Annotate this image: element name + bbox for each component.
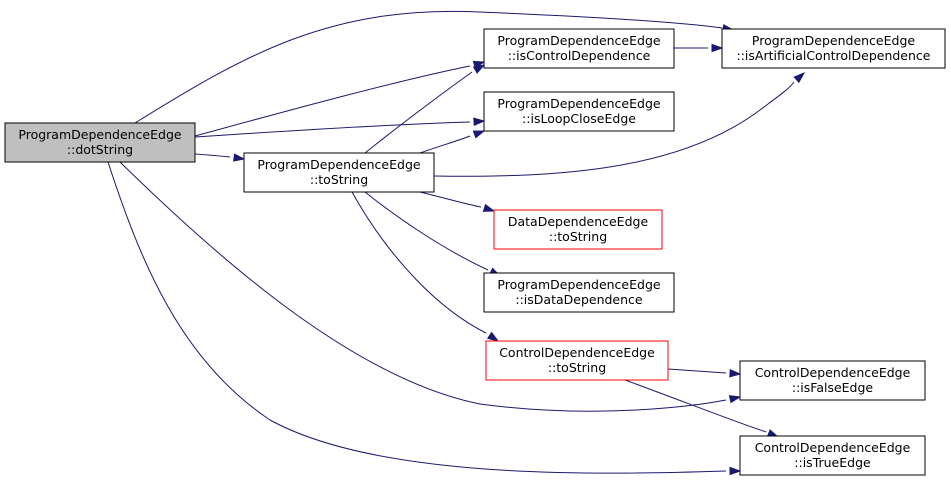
nodes-layer: ProgramDependenceEdge::dotStringProgramD… [4,28,946,476]
edge-arrowhead [482,203,496,212]
node-class-label: ControlDependenceEdge [755,365,911,380]
edge-line [107,161,727,474]
edge-arrowhead [711,43,724,53]
node-dataToString[interactable]: DataDependenceEdge::toString [493,209,663,250]
node-method-label: ::isLoopCloseEdge [522,111,636,126]
node-class-label: ControlDependenceEdge [755,440,911,455]
edge-dotString-to-isFalseEdge [119,161,742,412]
edge-arrowhead [472,64,486,74]
edge-line [624,379,767,433]
edge-arrowhead [728,395,742,404]
node-method-label: ::toString [549,229,607,244]
node-method-label: ::isControlDependence [508,48,651,63]
edge-line [667,368,727,374]
edge-line [119,161,727,412]
node-box[interactable] [739,435,926,476]
edge-toString-to-isLoopCloseEdge [419,130,486,154]
edges-layer [107,10,806,476]
node-controlToString[interactable]: ControlDependenceEdge::toString [485,340,669,381]
edge-toString-to-isControlDependence [364,64,486,154]
edge-line [433,81,795,177]
node-class-label: ProgramDependenceEdge [497,96,660,111]
node-method-label: ::dotString [67,142,133,157]
edge-toString-to-isDataDependence [364,191,502,277]
edge-arrowhead [729,369,742,378]
node-box[interactable] [485,340,669,381]
edge-line [194,65,471,137]
node-method-label: ::isArtificialControlDependence [737,48,931,63]
node-box[interactable] [493,209,663,250]
edge-line [419,191,482,208]
node-method-label: ::isFalseEdge [792,380,874,395]
node-class-label: ProgramDependenceEdge [497,277,660,292]
edge-line [364,191,489,271]
edge-line [194,153,231,158]
node-class-label: ProgramDependenceEdge [257,157,420,172]
edge-arrowhead [729,466,742,476]
node-box[interactable] [483,272,675,313]
edge-toString-to-isArtificialControlDependence [433,71,806,177]
node-method-label: ::toString [310,172,368,187]
node-box[interactable] [739,360,926,401]
node-method-label: ::isTrueEdge [794,455,871,470]
node-isLoopCloseEdge[interactable]: ProgramDependenceEdge::isLoopCloseEdge [483,91,675,132]
edge-dotString-to-isTrueEdge [107,161,742,476]
node-class-label: ControlDependenceEdge [499,345,655,360]
node-class-label: ProgramDependenceEdge [497,33,660,48]
node-class-label: DataDependenceEdge [508,214,649,229]
node-box[interactable] [243,152,435,193]
node-class-label: ProgramDependenceEdge [18,127,181,142]
edge-dotString-to-isControlDependence [194,60,486,137]
edge-arrowhead [233,153,246,162]
edge-line [351,191,487,334]
node-method-label: ::toString [548,360,606,375]
edge-arrowhead [472,130,486,139]
edge-controlToString-to-isFalseEdge [667,368,742,378]
node-dotString[interactable]: ProgramDependenceEdge::dotString [4,122,196,163]
node-box[interactable] [721,28,946,69]
edge-toString-to-dataToString [419,191,496,212]
node-isTrueEdge[interactable]: ControlDependenceEdge::isTrueEdge [739,435,926,476]
edge-arrowhead [793,71,806,84]
node-box[interactable] [4,122,196,163]
edge-toString-to-controlToString [351,191,500,342]
edge-arrowhead [486,331,500,342]
node-isDataDependence[interactable]: ProgramDependenceEdge::isDataDependence [483,272,675,313]
edge-line [419,135,471,154]
node-isArtificialControlDependence[interactable]: ProgramDependenceEdge::isArtificialContr… [721,28,946,69]
edge-line [364,71,473,154]
node-method-label: ::isDataDependence [515,292,643,307]
node-isControlDependence[interactable]: ProgramDependenceEdge::isControlDependen… [483,28,675,69]
edge-line [134,10,723,124]
node-box[interactable] [483,28,675,69]
edge-line [194,121,471,138]
node-box[interactable] [483,91,675,132]
node-class-label: ProgramDependenceEdge [752,33,915,48]
edge-dotString-to-isLoopCloseEdge [194,117,486,138]
node-toString[interactable]: ProgramDependenceEdge::toString [243,152,435,193]
edge-arrowhead [473,117,486,126]
edge-dotString-to-toString [194,153,246,162]
node-isFalseEdge[interactable]: ControlDependenceEdge::isFalseEdge [739,360,926,401]
edge-isControlDependence-to-isArtificialControlDependence [673,43,724,53]
